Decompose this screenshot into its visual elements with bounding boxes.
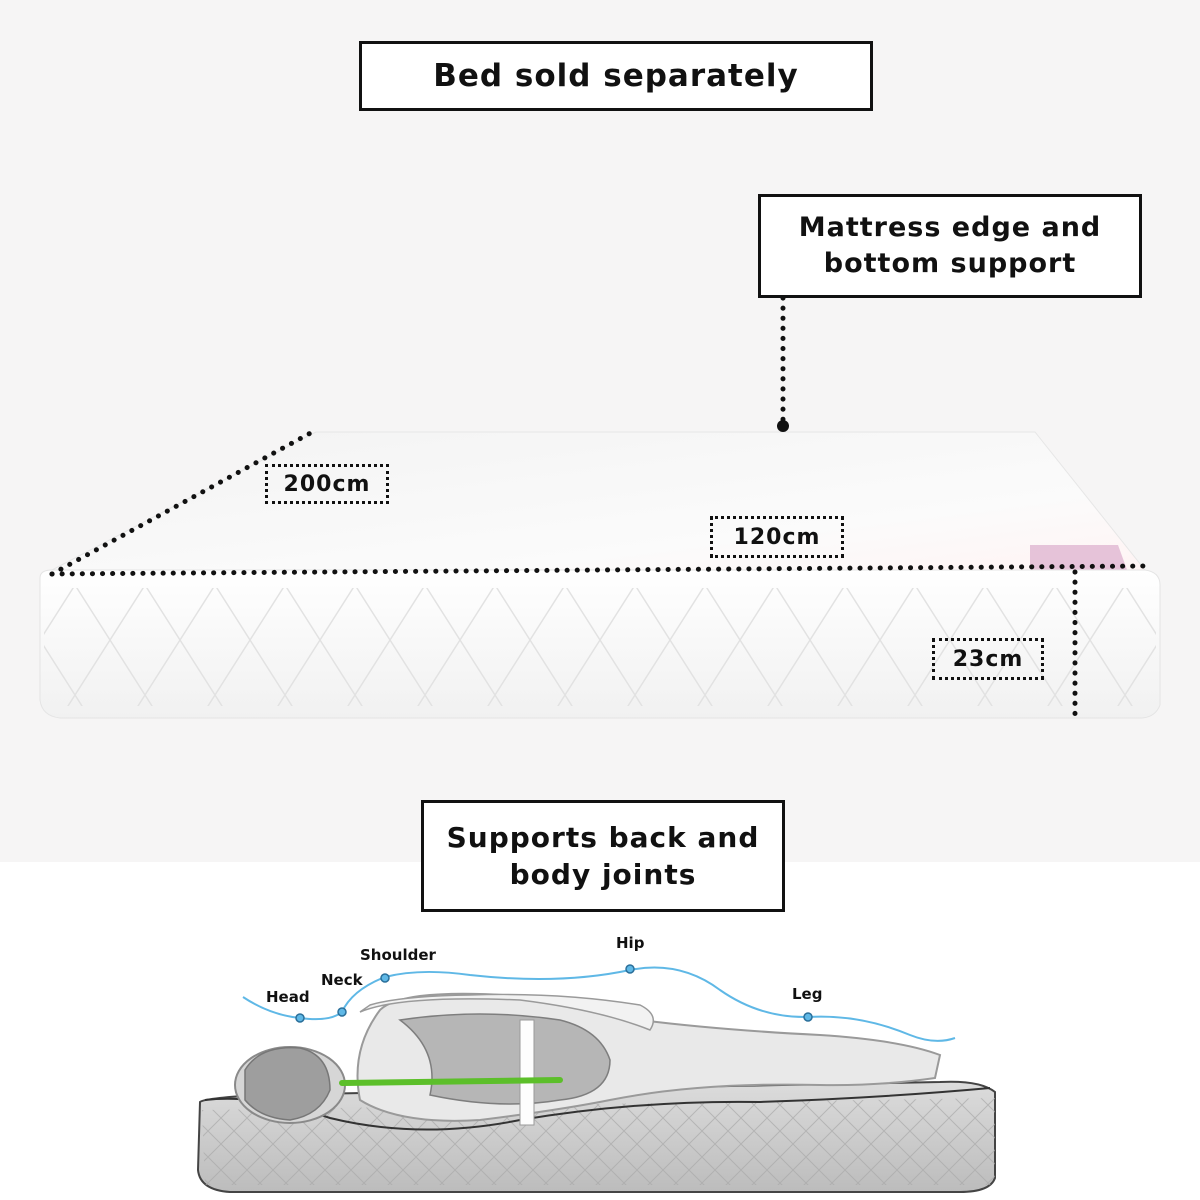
neck-point [337, 1007, 347, 1017]
edge-support-line-2: bottom support [823, 248, 1077, 279]
dimension-lines [49, 295, 1148, 721]
shoulder-point [380, 973, 390, 983]
support-caption-line-1: Supports back and [446, 821, 760, 854]
support-caption: Supports back and body joints [421, 800, 785, 912]
support-points [295, 964, 813, 1023]
edge-support-callout: Mattress edge and bottom support [758, 194, 1142, 298]
neck-label: Neck [321, 971, 364, 989]
leg-label: Leg [792, 985, 822, 1003]
hip-point [625, 964, 635, 974]
edge-support-pointer-dot [777, 420, 789, 432]
height-value: 23cm [952, 646, 1024, 672]
leg-point [803, 1012, 813, 1022]
length-dotted-line [49, 427, 319, 577]
mattress-side-panel [39, 569, 1161, 719]
length-dimension-tag: 200cm [265, 464, 389, 504]
height-dimension-tag: 23cm [932, 638, 1044, 680]
hip-label: Hip [616, 934, 645, 952]
edge-support-line-1: Mattress edge and [798, 212, 1102, 243]
body-figure [234, 992, 942, 1126]
width-dotted-line [49, 563, 1148, 577]
support-caption-line-2: body joints [509, 858, 697, 891]
notice-text: Bed sold separately [433, 58, 799, 94]
width-dimension-tag: 120cm [710, 516, 844, 558]
head-point [295, 1013, 305, 1023]
mattress-top-surface [51, 431, 1147, 578]
width-value: 120cm [733, 524, 821, 550]
bed-sold-separately-notice: Bed sold separately [359, 41, 873, 111]
head-label: Head [266, 988, 310, 1006]
length-value: 200cm [283, 471, 371, 497]
spine-alignment-line [339, 1077, 563, 1086]
support-curve [242, 966, 956, 1042]
shoulder-label: Shoulder [360, 946, 437, 964]
